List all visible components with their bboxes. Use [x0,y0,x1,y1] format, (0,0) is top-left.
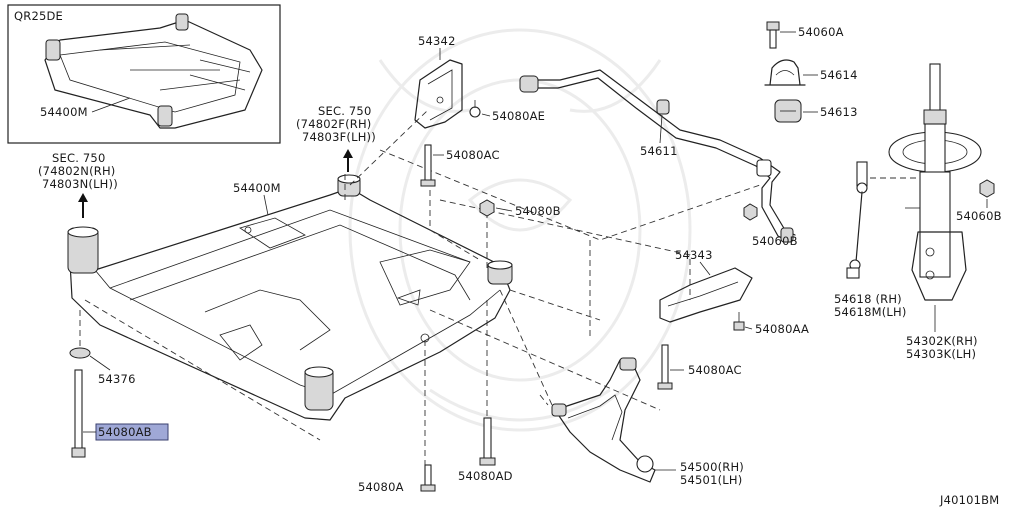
label-54080AC-top: 54080AC [446,148,500,162]
svg-text:(74802F(RH): (74802F(RH) [296,117,372,131]
inset-engine-label: QR25DE [14,9,63,23]
stabilizer-link [846,161,940,279]
svg-text:74803N(LH)): 74803N(LH)) [42,177,118,191]
label-54080B: 54080B [515,204,561,218]
front-subframe [67,174,513,421]
diagram-code: J40101BM [939,493,999,507]
bolt-54080AC-top [420,144,436,187]
label-54618-rh: 54618 (RH) [834,292,902,306]
bushing-54613 [774,99,802,123]
label-54618-lh: 54618M(LH) [834,305,907,319]
label-54080A: 54080A [358,480,404,494]
locator-lines [79,109,761,470]
arrow-up-icon [78,193,88,218]
nut-54060B-right [979,179,995,198]
label-54060B-mid: 54060B [752,234,798,248]
bolt-54080AE [469,100,481,118]
label-54343: 54343 [675,248,713,262]
sec-ref-right: SEC. 750 (74802F(RH) 74803F(LH)) [296,104,376,172]
inset-box: QR25DE 54400M [7,4,281,144]
bracket-54342 [414,59,463,129]
washer-54376 [69,347,91,359]
label-54080AC-bottom: 54080AC [688,363,742,377]
arrow-up-icon [343,149,353,172]
inset-part-label: 54400M [40,105,88,119]
bolt-54080AC-bottom [657,344,673,390]
label-54342: 54342 [418,34,456,48]
nut-54060B-mid [743,203,758,221]
bolt-54080AD [479,417,496,466]
label-54376: 54376 [98,372,136,386]
sec-ref-left: SEC. 750 (74802N(RH) 74803N(LH)) [38,151,118,218]
svg-text:SEC. 750: SEC. 750 [318,104,371,118]
bolt-54080A [420,464,436,492]
inset-subframe-drawing [44,13,263,129]
label-54080AD: 54080AD [458,469,513,483]
bracket-54343 [659,267,753,323]
label-54303K: 54303K(LH) [906,347,976,361]
bolt-54060A [766,21,780,49]
label-54500: 54500(RH) [680,460,744,474]
svg-text:74803F(LH)): 74803F(LH)) [302,130,376,144]
label-54400M: 54400M [233,181,281,195]
bolt-54080AA [733,312,745,331]
label-54080AB[interactable]: 54080AB [98,425,152,439]
label-54060A: 54060A [798,25,844,39]
label-54080AE: 54080AE [492,109,545,123]
svg-text:(74802N(RH): (74802N(RH) [38,164,115,178]
bolt-54080AB [71,369,86,458]
label-54613: 54613 [820,105,858,119]
nut-54080B [479,199,495,217]
label-54080AA: 54080AA [755,322,809,336]
label-54060B-right: 54060B [956,209,1002,223]
label-54302K: 54302K(RH) [906,334,978,348]
clamp-54614 [764,59,806,86]
label-54614: 54614 [820,68,858,82]
svg-text:SEC. 750: SEC. 750 [52,151,105,165]
strut-assembly [888,63,982,301]
label-54501: 54501(LH) [680,473,742,487]
label-54611: 54611 [640,144,678,158]
transverse-link [551,357,656,483]
stabilizer-bar [519,69,796,243]
